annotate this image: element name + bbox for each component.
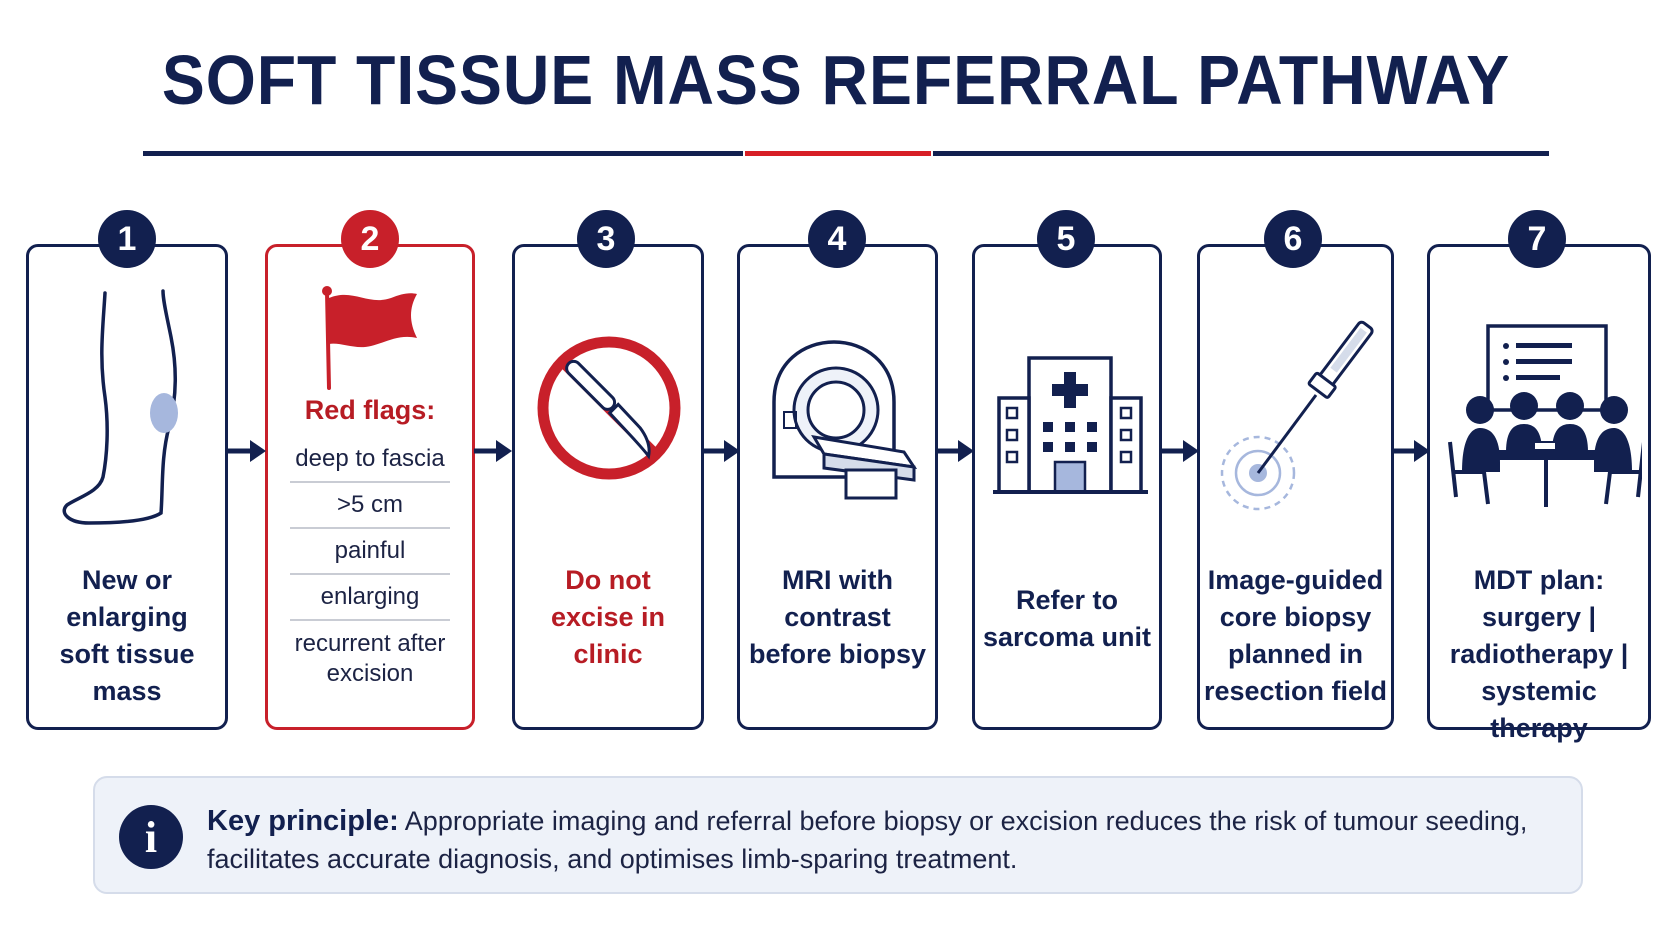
key-principle-panel: i Key principle: Appropriate imaging and…: [93, 776, 1583, 894]
red-flag-icon: [322, 286, 417, 390]
arrow-right-icon: [474, 440, 512, 462]
mri-scanner-icon: [772, 340, 918, 500]
title-rule-right: [933, 151, 1549, 156]
step-6-badge: 6: [1264, 210, 1322, 268]
title-rule-accent: [745, 151, 931, 156]
key-principle-label: Key principle:: [207, 805, 399, 837]
step-card-2: Red flags: deep to fascia >5 cm painful …: [265, 244, 475, 730]
biopsy-needle-icon: [1220, 320, 1374, 511]
hospital-icon: [993, 356, 1148, 494]
arrow-right-icon: [936, 440, 974, 462]
step-4-badge: 4: [808, 210, 866, 268]
step-5-badge: 5: [1037, 210, 1095, 268]
step-card-7: MDT plan:surgery |radiotherapy |systemic…: [1427, 244, 1651, 743]
red-flag-item: enlarging: [290, 575, 450, 621]
step-7-badge: 7: [1508, 210, 1566, 268]
red-flags-list: deep to fascia >5 cm painful enlarging r…: [290, 437, 450, 696]
red-flag-item: painful: [290, 529, 450, 575]
arrow-right-icon: [702, 440, 740, 462]
red-flag-item: recurrent after excision: [294, 630, 446, 687]
red-flags-heading: Red flags:: [304, 395, 436, 425]
title-rule-left: [143, 151, 743, 156]
key-principle-text: Key principle: Appropriate imaging and r…: [207, 802, 1547, 878]
info-icon: i: [119, 805, 183, 869]
arrow-right-icon: [1392, 440, 1430, 462]
red-flag-item: >5 cm: [290, 483, 450, 529]
arrow-right-icon: [228, 440, 266, 462]
red-flag-item: deep to fascia: [290, 437, 450, 483]
arrow-right-icon: [1161, 440, 1199, 462]
key-principle-body: Appropriate imaging and referral before …: [207, 806, 1528, 874]
step-7-label: MDT plan:surgery |radiotherapy |systemic…: [1449, 565, 1629, 743]
step-2-badge: 2: [341, 210, 399, 268]
no-scalpel-icon: [537, 336, 681, 480]
step-3-badge: 3: [577, 210, 635, 268]
page-title: SOFT TISSUE MASS REFERRAL PATHWAY: [161, 41, 1511, 119]
mdt-meeting-icon: [1448, 324, 1642, 507]
step-1-badge: 1: [98, 210, 156, 268]
leg-mass-icon: [62, 289, 178, 525]
